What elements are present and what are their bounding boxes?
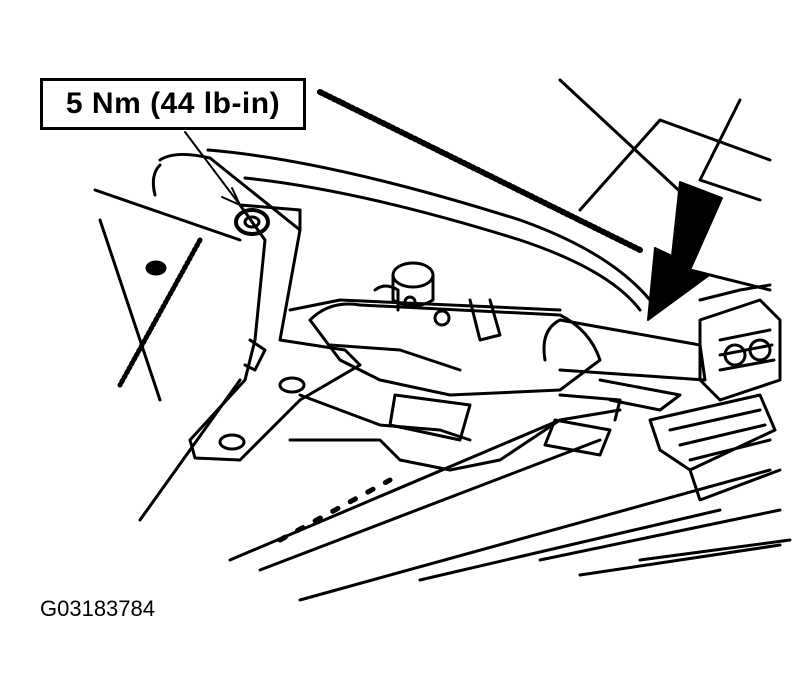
- figure-code: G03183784: [40, 596, 155, 621]
- floor-edge: [638, 538, 792, 562]
- electrical-connector: [648, 283, 782, 502]
- bracket-fold: [243, 338, 267, 372]
- floor-edge: [258, 438, 602, 572]
- body-panel-edge: [243, 176, 642, 312]
- mounting-bracket: [188, 203, 362, 462]
- bolt-icon: [234, 208, 270, 236]
- sensor-cap: [373, 261, 502, 342]
- cable-harness: [598, 378, 682, 412]
- callout-leader-arrowhead: [221, 187, 241, 206]
- body-panel-edge: [698, 98, 762, 202]
- floor-edge: [277, 477, 393, 543]
- body-panel-edge: [578, 118, 772, 212]
- stud: [145, 260, 167, 276]
- frame-rail: [117, 237, 203, 388]
- base-plate: [298, 393, 472, 442]
- frame-rail: [151, 163, 162, 197]
- base-plate-window: [388, 393, 472, 442]
- torque-callout-label: 5 Nm (44 lb-in): [65, 87, 281, 120]
- floor-edge: [298, 468, 772, 602]
- body-panel-edge: [206, 148, 652, 302]
- retaining-clip: [558, 393, 622, 422]
- cable-harness: [542, 318, 562, 362]
- floor-edge: [418, 508, 722, 582]
- module-housing: [288, 298, 562, 312]
- retaining-clip: [543, 418, 612, 457]
- frame-rail: [98, 218, 162, 402]
- frame-rail: [158, 153, 302, 232]
- body-panel-edge: [317, 89, 643, 253]
- frame-rail: [93, 188, 242, 242]
- down-arrow-icon: [647, 181, 723, 321]
- floor-edge: [578, 543, 782, 577]
- module-housing: [328, 343, 462, 372]
- torque-callout-box: 5 Nm (44 lb-in): [40, 78, 306, 130]
- body-panel-edge: [558, 78, 702, 212]
- floor-edge: [538, 508, 782, 562]
- bracket-hole: [218, 433, 246, 451]
- bracket-hole: [278, 376, 306, 394]
- callout-leader: [184, 131, 241, 206]
- cable-harness: [558, 318, 707, 382]
- module-housing: [308, 302, 602, 397]
